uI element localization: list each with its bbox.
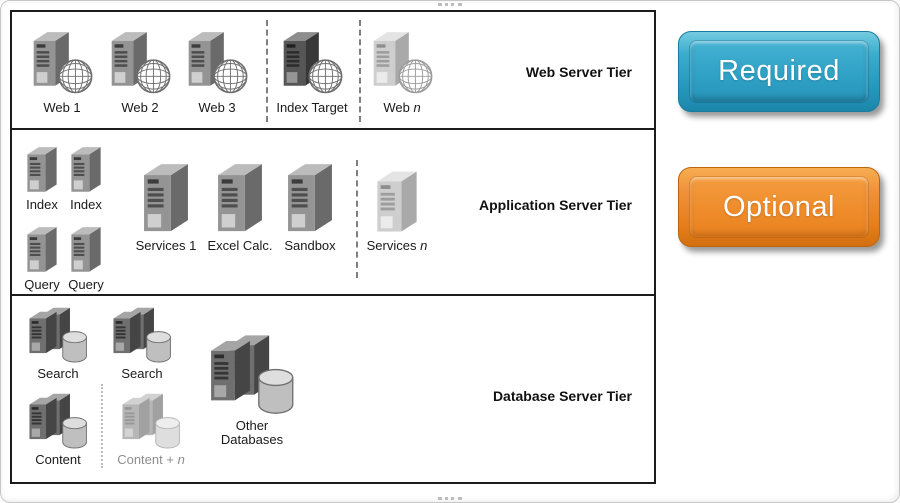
optional-button[interactable]: Optional (678, 167, 880, 247)
app-server-icon (218, 164, 262, 232)
node-other-databases: Other Databases (200, 330, 304, 447)
app-server-icon (71, 147, 101, 192)
node-web-2: Web 2 (102, 26, 178, 115)
node-search-1: Search (22, 304, 94, 381)
node-content-plus-n: Content + n (109, 390, 193, 467)
node-label: Web 2 (121, 100, 159, 115)
web-server-icon (373, 32, 433, 94)
node-query-1: Query (20, 223, 64, 292)
node-label: Content (35, 452, 81, 467)
tier-web-server: Web 1 Web 2 Web 3 (10, 10, 656, 130)
node-label: Index (26, 197, 58, 212)
node-label: Web (383, 100, 414, 115)
architecture-diagram: Web 1 Web 2 Web 3 (10, 10, 656, 484)
required-button-label: Required (718, 55, 840, 87)
node-label-line1: Other (235, 418, 269, 433)
app-server-icon (377, 171, 417, 232)
node-label: Search (37, 366, 79, 381)
web-server-icon (111, 32, 171, 94)
node-label-n: n (413, 100, 421, 115)
node-label-line2: Databases (220, 432, 284, 447)
scaleout-divider-dotted (101, 384, 103, 468)
tier-label-application: Application Server Tier (478, 197, 632, 213)
node-sandbox: Sandbox (270, 158, 350, 253)
node-label-n: n (420, 238, 428, 253)
scaleout-divider (266, 20, 268, 122)
node-web-n: Web n (364, 26, 440, 115)
app-server-icon (27, 227, 57, 272)
node-content: Content (22, 390, 94, 467)
frame-handle-bottom (438, 497, 462, 500)
tier-application-server: Index Index Query Query Services 1 Excel… (10, 128, 656, 296)
scaleout-divider (359, 20, 361, 122)
node-index-2: Index (64, 143, 108, 212)
node-services-1: Services 1 (126, 158, 206, 253)
web-server-icon (188, 32, 248, 94)
node-label: Index (70, 197, 102, 212)
app-server-icon (27, 147, 57, 192)
app-server-icon (144, 164, 188, 232)
database-server-icon (211, 335, 294, 414)
scaleout-divider (356, 160, 358, 278)
web-server-icon (33, 32, 93, 94)
node-web-1: Web 1 (24, 26, 100, 115)
node-label: Web 1 (43, 100, 81, 115)
tier-label-database: Database Server Tier (492, 388, 632, 404)
node-services-n: Services n (357, 166, 437, 253)
node-index-1: Index (20, 143, 64, 212)
frame-handle-top (438, 3, 462, 6)
node-label: Content + (117, 452, 178, 467)
node-index-target: Index Target (272, 26, 352, 115)
database-server-icon (29, 307, 87, 363)
optional-button-label: Optional (722, 190, 835, 223)
tier-database-server: Search Search Content (10, 294, 656, 484)
node-label: Excel Calc. (207, 238, 273, 253)
node-web-3: Web 3 (179, 26, 255, 115)
app-server-icon (71, 227, 101, 272)
node-label: Query (24, 277, 60, 292)
node-label: Query (68, 277, 104, 292)
node-label: Index Target (276, 100, 348, 115)
node-label: Services 1 (135, 238, 197, 253)
required-button[interactable]: Required (678, 31, 880, 112)
node-label: Services (366, 238, 421, 253)
app-server-icon (288, 164, 332, 232)
database-server-icon (113, 307, 171, 363)
node-label: Sandbox (284, 238, 336, 253)
node-label-n: n (177, 452, 185, 467)
node-query-2: Query (64, 223, 108, 292)
web-server-icon (283, 32, 343, 94)
node-excel-calc: Excel Calc. (200, 158, 280, 253)
database-server-icon (29, 393, 87, 449)
node-label: Web 3 (198, 100, 236, 115)
database-server-icon (122, 393, 180, 449)
tier-label-web: Web Server Tier (525, 64, 632, 80)
node-label: Search (121, 366, 163, 381)
node-search-2: Search (106, 304, 178, 381)
